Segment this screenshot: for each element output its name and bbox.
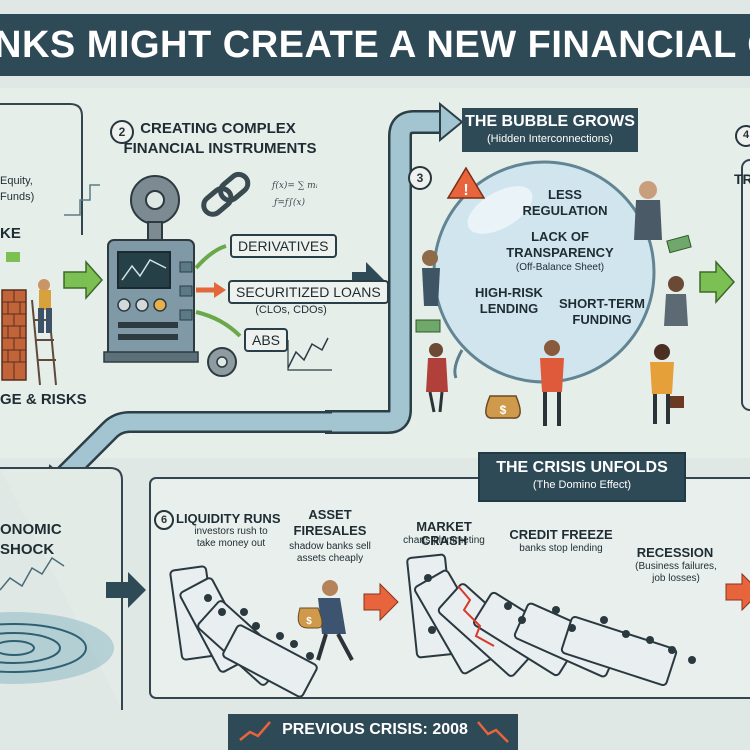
market-crash-sub: charts plummeting: [403, 535, 485, 546]
step1-ke: KE: [0, 225, 21, 242]
crisis-header-sub: (The Domino Effect): [532, 479, 632, 491]
less-regulation-line2: REGULATION: [522, 203, 608, 218]
formula-icon: f(x)= ∑ mᵢ ƒ=ƒ∫(x): [271, 180, 318, 208]
chart-up-icon: [239, 721, 271, 741]
man-orange-shirt-figure-icon: [650, 344, 684, 424]
step1-outline: [0, 103, 83, 235]
right-figure-icon: [664, 276, 688, 326]
worker-on-ladder-icon: [31, 279, 57, 386]
chain-link-icon: [201, 171, 251, 217]
small-gear-icon: [207, 347, 237, 377]
liquidity-runs-sub1: investors rush to: [194, 526, 268, 537]
asset-firesales-line2: FIRESALES: [293, 523, 367, 538]
economic-shock-line1: ONOMIC: [0, 521, 62, 538]
step4-number: 4: [742, 129, 750, 141]
crisis-header: THE CRISIS UNFOLDS (The Domino Effect): [478, 452, 686, 502]
recession-sub1: (Business failures,: [635, 561, 717, 572]
ripple-water-icon: [0, 612, 114, 684]
step3-number: 3: [408, 166, 432, 190]
step2-number: 2: [110, 120, 134, 144]
pipe-top: [325, 110, 442, 434]
credit-freeze-label: CREDIT FREEZE: [509, 527, 613, 542]
brick-wall-icon: [1, 289, 27, 381]
asset-firesales-sub1: shadow banks sell: [289, 541, 371, 552]
businesswoman-figure-icon: [426, 343, 448, 413]
step2-title-line1: CREATING COMPLEX: [140, 120, 296, 137]
derivatives-tag: DERIVATIVES: [230, 234, 337, 258]
credit-freeze-sub: banks stop lending: [519, 543, 603, 554]
asset-firesales-sub2: assets cheaply: [296, 553, 364, 564]
step2-title-line2: FINANCIAL INSTRUMENTS: [123, 140, 317, 157]
recession-sub2: job losses): [652, 573, 700, 584]
machine-icon: [103, 175, 199, 363]
person-pushing-bag-icon: $: [297, 580, 354, 661]
step4-label: TR: [734, 171, 750, 187]
pipe-bottom: [54, 411, 332, 486]
crisis-header-title: THE CRISIS UNFOLDS: [496, 459, 668, 476]
cash-icon: [415, 234, 692, 333]
crisis-number: 6: [154, 510, 174, 530]
step1-funds: Funds): [0, 191, 35, 203]
liquidity-runs-sub2: take money out: [196, 538, 266, 549]
svg-text:$: $: [500, 403, 507, 417]
page-title: NKS MIGHT CREATE A NEW FINANCIAL CRISIS:…: [0, 24, 750, 66]
high-risk-line1: HIGH-RISK: [475, 285, 543, 300]
arrow-to-step2-icon: [63, 260, 104, 300]
businessman-figure-icon: [422, 250, 440, 306]
page-title-bar: NKS MIGHT CREATE A NEW FINANCIAL CRISIS:…: [0, 14, 750, 76]
red-arrow-icon: [363, 582, 399, 622]
less-regulation-line1: LESS: [548, 187, 582, 202]
lack-transparency-line2: TRANSPARENCY: [506, 245, 614, 260]
bubble-header-sub: (Hidden Interconnections): [487, 133, 613, 145]
chart-down-icon: [477, 721, 509, 743]
trend-line-icon: [0, 556, 65, 591]
lack-transparency-line1: LACK OF: [531, 229, 589, 244]
recession-label: RECESSION: [636, 545, 714, 560]
grey-suit-figure-icon: [634, 181, 662, 240]
svg-text:ƒ=ƒ∫(x): ƒ=ƒ∫(x): [272, 197, 305, 208]
domino-icon: [169, 565, 318, 698]
bubble-header-title: THE BUBBLE GROWS: [465, 113, 635, 130]
liquidity-runs-label: LIQUIDITY RUNS: [176, 511, 281, 526]
economic-shock-line2: SHOCK: [0, 541, 55, 558]
market-crash-label: MARKET CRASH: [416, 519, 472, 548]
step5-panel: [0, 467, 123, 710]
svg-text:f(x)= ∑ mᵢ: f(x)= ∑ mᵢ: [271, 180, 318, 191]
red-arrow-right-icon: [725, 572, 750, 612]
step4-box: [741, 159, 750, 411]
asset-firesales-line1: ASSET: [308, 507, 352, 522]
green-arrow-down-icon: [6, 252, 20, 262]
domino-group-2: [406, 553, 678, 687]
step1-equity: Equity,: [0, 175, 33, 187]
money-bag-icon: $: [485, 395, 521, 419]
svg-text:$: $: [306, 616, 312, 627]
securitized-loans-sub: (CLOs, CDOs): [255, 304, 327, 316]
abs-tag: ABS: [244, 328, 289, 352]
footer-bar: [228, 714, 518, 750]
lack-transparency-sub: (Off-Balance Sheet): [515, 262, 605, 273]
short-term-line2: FUNDING: [572, 312, 632, 327]
svg-text:!: !: [463, 182, 468, 199]
man-red-shirt-figure-icon: [540, 340, 564, 426]
step1-risks: GE & RISKS: [0, 391, 87, 408]
bubble-header: THE BUBBLE GROWS (Hidden Interconnection…: [462, 108, 638, 152]
pipe-top-arrow-icon: [439, 101, 464, 143]
high-risk-line2: LENDING: [479, 301, 539, 316]
footer-label: PREVIOUS CRISIS: 2008: [282, 721, 468, 738]
short-term-line1: SHORT-TERM: [559, 296, 645, 311]
arrow-to-crisis-icon: [106, 572, 146, 608]
arrow-to-step4-icon: [699, 260, 736, 304]
warning-icon: !: [446, 166, 486, 199]
securitized-loans-tag: SECURITIZED LOANS: [228, 280, 389, 304]
